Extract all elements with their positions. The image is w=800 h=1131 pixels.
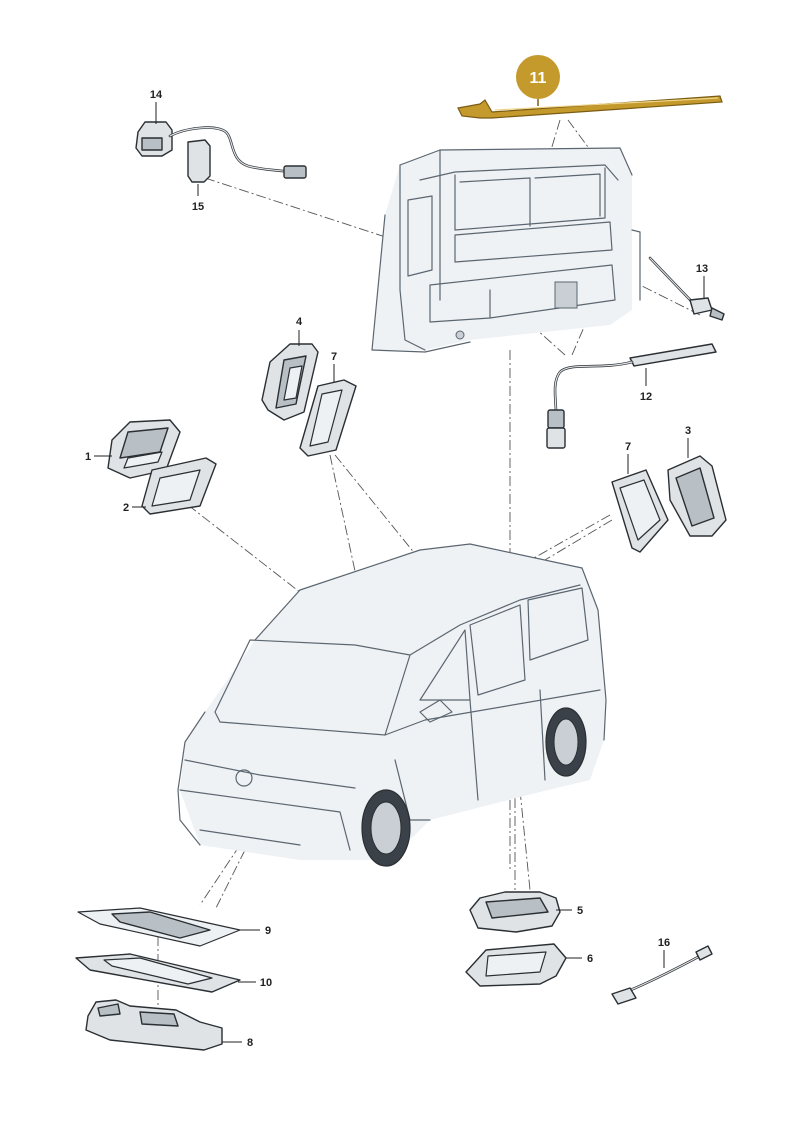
- callout-5: 5: [577, 905, 583, 917]
- callout-14: 14: [150, 89, 163, 101]
- part-8-housing: [85, 999, 223, 1051]
- callout-10: 10: [260, 977, 272, 989]
- part-13-sensor: [648, 256, 725, 321]
- part-6-bezel: [465, 943, 567, 987]
- callout-2: 2: [123, 502, 129, 514]
- part-14-switch: [135, 121, 307, 183]
- van-illustration: [177, 543, 607, 867]
- part-10-seal: [75, 953, 241, 993]
- callout-13: 13: [696, 263, 708, 275]
- part-4-module: [261, 343, 319, 421]
- callout-7-right: 7: [625, 441, 631, 453]
- callout-15: 15: [192, 201, 204, 213]
- part-5-module: [469, 891, 561, 933]
- callout-labels: 11 14 15 13 12 4 7 1 2 7 3 5 6 9 10 8 16: [85, 70, 708, 1049]
- part-11-strip-highlight: [457, 55, 723, 119]
- callout-11: 11: [530, 70, 547, 87]
- callout-1: 1: [85, 451, 91, 463]
- callout-7-upper: 7: [331, 351, 337, 363]
- part-12-light-bar: [546, 343, 717, 449]
- leader-lines: [94, 102, 705, 1043]
- part-7-frame-upper: [299, 379, 357, 457]
- part-9-lens: [77, 907, 241, 947]
- part-1-switch: [107, 419, 181, 479]
- callout-6: 6: [587, 953, 593, 965]
- callout-16: 16: [658, 937, 670, 949]
- callout-3: 3: [685, 425, 691, 437]
- part-11-badge: [516, 55, 560, 99]
- part-2-bezel: [141, 457, 217, 515]
- callout-9: 9: [265, 925, 271, 937]
- part-7-frame-right: [611, 469, 669, 553]
- callout-8: 8: [247, 1037, 253, 1049]
- callout-12: 12: [640, 391, 652, 403]
- part-16-cable: [611, 945, 713, 1005]
- rear-cargo-illustration: [371, 147, 641, 353]
- part-3-console: [667, 455, 727, 537]
- callout-4: 4: [296, 316, 303, 328]
